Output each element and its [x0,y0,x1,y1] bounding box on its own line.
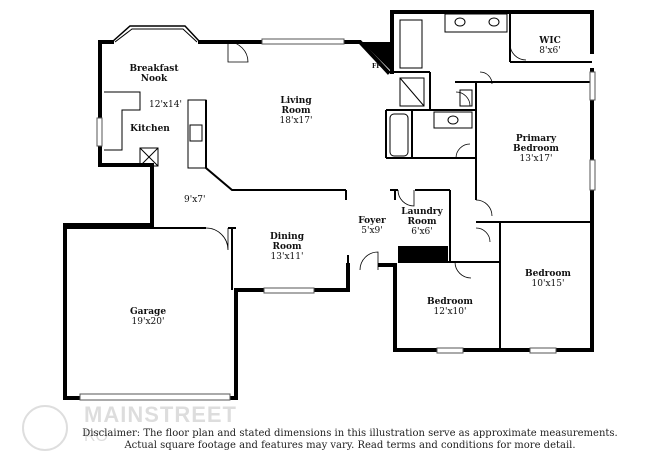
laundry-appliance [398,246,448,262]
door-swings [205,41,527,279]
room-dims: 12'x10' [433,307,467,317]
watermark-sub: RO [84,428,108,445]
disclaimer-line-1: Disclaimer: The floor plan and stated di… [82,428,618,439]
room-name: Garage [129,307,167,317]
room-dims: 19'x20' [131,317,165,327]
watermark-text: MAINSTREET [84,402,237,427]
room-dims: 18'x17' [279,116,313,126]
wall-bottom-bedroom [393,263,502,352]
wall-garage-bottom [63,263,350,400]
room-laundry: Laundry Room 6'x6' [396,207,448,237]
room-name: Laundry Room [401,207,443,227]
bath-fixtures [389,13,508,157]
room-breakfast-nook-dims: 12'x14' [149,100,182,110]
room-name: Kitchen [130,124,170,134]
wall-top-living2 [198,40,391,75]
room-living: Living Room 18'x17' [258,96,334,126]
room-name: Dining Room [269,232,305,252]
room-dims: 10'x15' [531,279,565,289]
disclaimer-line-2: Actual square footage and features may v… [124,440,576,451]
room-breakfast-nook: Breakfast Nook [122,64,186,84]
room-name: Bedroom [525,269,571,279]
wall-nook-left [98,40,154,227]
wall-garage-link [63,223,154,400]
watermark-logo [22,405,68,451]
room-dining: Dining Room 13'x11' [254,232,320,262]
room-name: Primary Bedroom [513,134,559,154]
room-bedroom-center: Bedroom 12'x10' [418,297,482,317]
wall-bath-top [390,10,594,54]
room-primary-bedroom: Primary Bedroom 13'x17' [498,134,574,164]
room-foyer: Foyer 5'x9' [352,216,392,236]
fireplace-block [362,42,392,72]
room-wic: WIC 8'x6' [528,36,572,56]
room-dims: 13'x17' [519,154,553,164]
kitchen-counters [104,91,207,169]
room-dims: 6'x6' [411,227,433,237]
room-dims: 13'x11' [270,252,304,262]
room-dims: 8'x6' [539,46,561,56]
disclaimer: Disclaimer: The floor plan and stated di… [70,428,630,452]
room-hall-dims: 9'x7' [184,195,206,205]
room-name: Foyer [358,216,386,226]
wall-right [498,68,594,352]
room-garage: Garage 19'x20' [118,307,178,327]
room-name: Bedroom [427,297,473,307]
watermark: MAINSTREET RO [20,398,260,458]
windows [79,38,596,401]
room-kitchen: Kitchen [128,124,172,134]
room-dims: 5'x9' [361,226,383,236]
room-bedroom-right: Bedroom 10'x15' [516,269,580,289]
bay-window [111,25,201,43]
fireplace-label: FP [372,63,381,70]
room-name: Breakfast Nook [129,64,179,84]
room-name: Living Room [280,96,312,116]
room-name: WIC [539,36,561,46]
interior-walls [65,12,592,350]
